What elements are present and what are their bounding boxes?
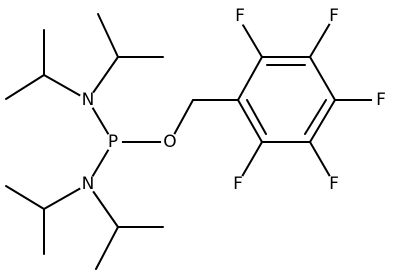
bond-c6-f	[239, 141, 263, 181]
atom-phosphorus: P	[104, 132, 122, 152]
nitrogen-upper-label: N	[82, 90, 95, 110]
ring-bond-c6-c1	[237, 99, 263, 143]
atom-fluorine-2: F	[325, 6, 343, 26]
atom-fluorine-4: F	[325, 174, 343, 194]
bond-ch-left-me-up-2	[5, 185, 45, 210]
fluorine-label: F	[376, 90, 386, 110]
bond-c5-f	[309, 141, 333, 181]
ring-double-c6-c1	[246, 99, 267, 135]
atom-fluorine-3: F	[372, 90, 390, 110]
ring-bond-c4-c5	[309, 99, 336, 143]
nitrogen-lower-label: N	[82, 174, 95, 194]
atom-oxygen: O	[161, 132, 179, 152]
atom-nitrogen-upper: N	[79, 90, 97, 110]
bond-ch-left-me-down	[5, 74, 45, 100]
fluorine-label: F	[233, 174, 243, 194]
atom-fluorine-5: F	[229, 174, 247, 194]
fluorine-label: F	[329, 6, 339, 26]
atom-nitrogen-lower: N	[79, 174, 97, 194]
bond-c2-f	[239, 19, 263, 58]
phosphorus-label: P	[108, 132, 118, 152]
ring-bond-c1-c2	[237, 56, 263, 101]
bond-c3-f	[309, 19, 333, 58]
ring-double-c4-c5	[304, 99, 327, 135]
atom-labels: N P O N F F F F	[79, 6, 390, 194]
bond-ch-right-me-up	[97, 13, 119, 58]
ring-bond-c3-c4	[309, 56, 336, 101]
bond-ch-right-me-down-2	[95, 226, 119, 270]
fluorine-label: F	[235, 6, 245, 26]
oxygen-label: O	[163, 132, 176, 152]
fluorine-label: F	[329, 174, 339, 194]
atom-fluorine-1: F	[231, 6, 249, 26]
bonds	[5, 13, 376, 270]
